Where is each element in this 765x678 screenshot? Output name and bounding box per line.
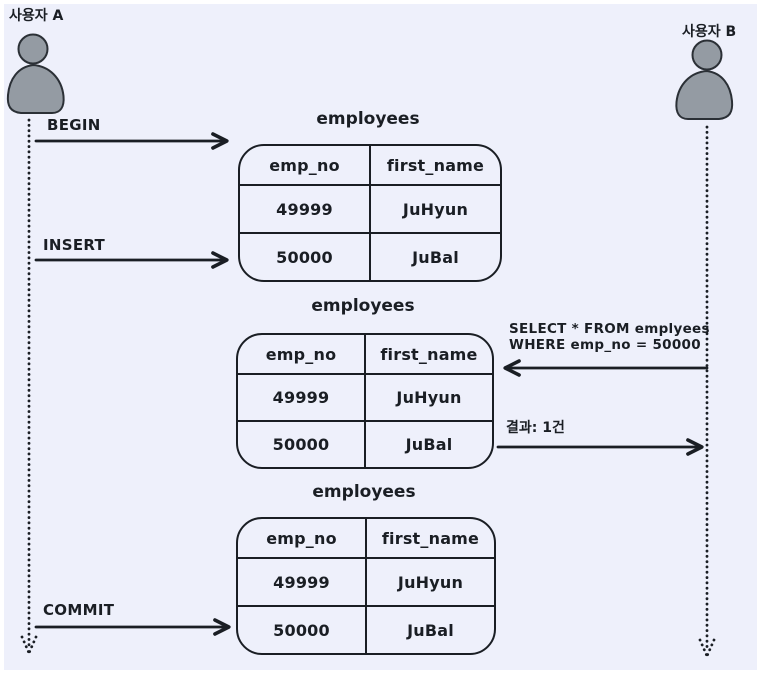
employees-table-1: emp_no first_name 49999 JuHyun 50000 JuB… (238, 144, 502, 282)
header-cell-emp-no: emp_no (240, 146, 371, 184)
table-cell: JuBal (407, 620, 454, 640)
begin-label: BEGIN (47, 116, 101, 134)
table-cell: JuBal (412, 247, 459, 267)
table-header-row: emp_no first_name (238, 519, 494, 559)
header-cell-first-name: first_name (386, 155, 485, 175)
table-row: 49999 JuHyun (238, 559, 494, 607)
table-cell: JuHyun (402, 199, 469, 219)
table-row: 50000 JuBal (240, 234, 500, 280)
table-cell: JuHyun (397, 572, 464, 592)
user-a-lifeline-arrowhead-icon (20, 635, 38, 655)
table-title: employees (316, 109, 420, 129)
header-cell-first-name: first_name (381, 528, 480, 548)
employees-table-3: emp_no first_name 49999 JuHyun 50000 JuB… (236, 517, 496, 655)
table-cell: 49999 (238, 559, 367, 605)
header-cell-emp-no: emp_no (238, 519, 367, 557)
user-a-person-icon (6, 33, 65, 114)
select-query-label: SELECT * FROM emplyees WHERE emp_no = 50… (509, 321, 710, 353)
table-title: employees (311, 296, 415, 316)
header-cell-first-name: first_name (380, 344, 478, 364)
header-cell-emp-no: emp_no (238, 335, 366, 373)
table-title: employees (312, 482, 416, 502)
table-header-row: emp_no first_name (240, 146, 500, 186)
table-cell: 50000 (240, 234, 371, 280)
diagram-canvas (4, 4, 757, 670)
result-label: 결과: 1건 (506, 420, 565, 436)
select-query-line1: SELECT * FROM emplyees (509, 321, 710, 337)
table-cell: JuBal (405, 435, 453, 454)
user-b-label: 사용자 B (682, 24, 737, 40)
table-cell: 50000 (238, 422, 366, 467)
table-cell: 49999 (240, 186, 371, 232)
table-row: 49999 JuHyun (240, 186, 500, 234)
select-query-line2: WHERE emp_no = 50000 (509, 337, 701, 353)
table-cell: 49999 (238, 375, 366, 420)
employees-table-2: emp_no first_name 49999 JuHyun 50000 JuB… (236, 333, 494, 469)
table-cell: 50000 (238, 607, 367, 653)
table-row: 49999 JuHyun (238, 375, 492, 422)
commit-label: COMMIT (43, 601, 115, 619)
user-b-person-icon (675, 39, 734, 120)
user-a-label: 사용자 A (9, 8, 64, 24)
table-row: 50000 JuBal (238, 422, 492, 467)
insert-label: INSERT (43, 236, 106, 254)
user-b-lifeline-arrowhead-icon (698, 638, 716, 658)
table-cell: JuHyun (396, 388, 462, 407)
table-row: 50000 JuBal (238, 607, 494, 653)
table-header-row: emp_no first_name (238, 335, 492, 375)
